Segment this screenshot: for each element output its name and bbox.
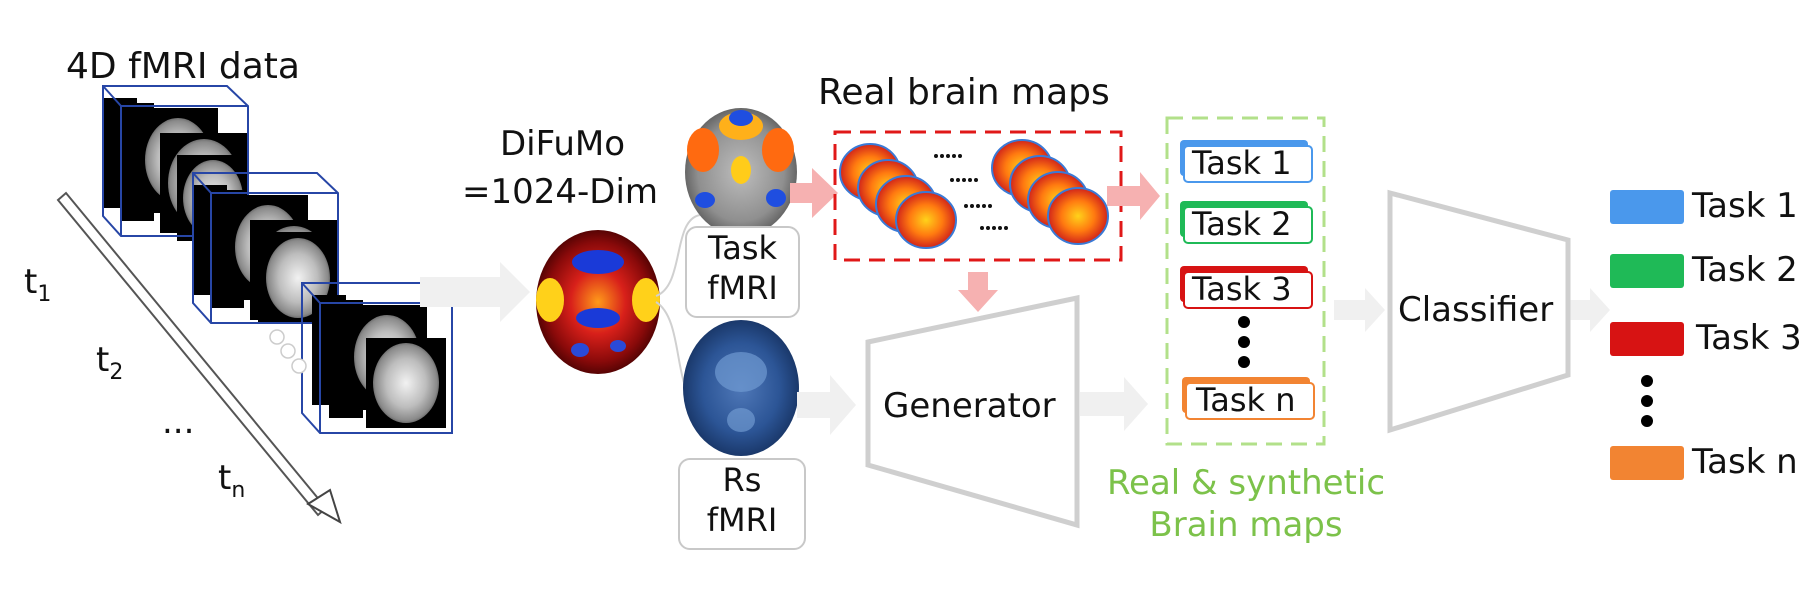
- fmri-cube-3: [301, 282, 453, 434]
- stack-task-2-label: Task 2: [1192, 205, 1292, 243]
- output-swatch-task-1: [1610, 190, 1684, 224]
- stack-task-3-label: Task 3: [1192, 270, 1292, 308]
- generator-shape: [865, 294, 1080, 529]
- arrow-real-to-generator: [958, 272, 998, 312]
- stack-task-n: [1182, 377, 1315, 420]
- connector-to-task: [655, 214, 701, 297]
- real-brain-map-thumbnails: [839, 139, 1109, 249]
- rs-fmri-line1: Rs: [722, 461, 762, 499]
- arrow-rs-to-generator: [797, 375, 856, 435]
- output-task-1-label: Task 1: [1692, 186, 1798, 226]
- stack-ellipsis: [1238, 316, 1250, 368]
- task-fmri-line1: Task: [707, 229, 778, 267]
- time-label-t2: t2: [96, 340, 124, 385]
- output-swatch-task-n: [1610, 446, 1684, 480]
- output-ellipsis: [1641, 375, 1653, 427]
- task-fmri-line2: fMRI: [707, 269, 778, 307]
- output-swatch-task-3: [1610, 322, 1684, 356]
- difumo-label-line1: DiFuMo: [500, 124, 626, 164]
- generator-label: Generator: [883, 386, 1056, 426]
- rs-fmri-brain: [683, 320, 799, 456]
- real-synthetic-line2: Brain maps: [1149, 505, 1343, 545]
- arrow-stack-to-classifier: [1334, 288, 1385, 332]
- classifier-shape: [1387, 189, 1571, 434]
- arrow-classifier-to-output: [1568, 288, 1610, 332]
- real-brain-map-dots: [934, 154, 1008, 230]
- rs-fmri-label-box: Rs fMRI: [678, 458, 806, 550]
- stack-task-n-label: Task n: [1196, 381, 1296, 419]
- time-arrow: [56, 191, 342, 525]
- output-task-2-label: Task 2: [1692, 250, 1798, 290]
- difumo-label-line2: =1024-Dim: [462, 172, 659, 212]
- stack-task-2: [1180, 201, 1313, 244]
- arrow-real-to-stack: [1107, 172, 1160, 220]
- ellipsis-circles: [269, 329, 307, 374]
- output-task-n-label: Task n: [1692, 442, 1798, 482]
- real-brain-maps-title: Real brain maps: [818, 72, 1110, 113]
- stack-task-1: [1180, 140, 1313, 183]
- stack-task-1-label: Task 1: [1192, 144, 1292, 182]
- time-label-tn: tn: [218, 458, 246, 503]
- task-fmri-label-box: Task fMRI: [685, 226, 800, 318]
- arrow-generator-to-stack: [1080, 377, 1148, 431]
- arrow-task-to-real: [790, 168, 838, 218]
- output-swatch-task-2: [1610, 254, 1684, 288]
- arrow-cubes-to-difumo: [420, 262, 530, 322]
- real-synthetic-line1: Real & synthetic: [1106, 463, 1386, 503]
- difumo-brain: [536, 230, 660, 374]
- time-label-t1: t1: [24, 262, 52, 307]
- real-synthetic-box: [1165, 116, 1326, 446]
- classifier-label: Classifier: [1398, 290, 1554, 330]
- task-fmri-brain: [685, 108, 797, 236]
- output-task-3-label: Task 3: [1696, 318, 1802, 358]
- stack-task-3: [1180, 266, 1313, 309]
- fmri-cube-2: [192, 172, 339, 324]
- time-label-dots: ...: [162, 402, 195, 442]
- rs-fmri-line2: fMRI: [706, 501, 778, 539]
- real-synthetic-caption: Real & synthetic Brain maps: [1096, 462, 1396, 546]
- fmri-data-title: 4D fMRI data: [66, 46, 300, 87]
